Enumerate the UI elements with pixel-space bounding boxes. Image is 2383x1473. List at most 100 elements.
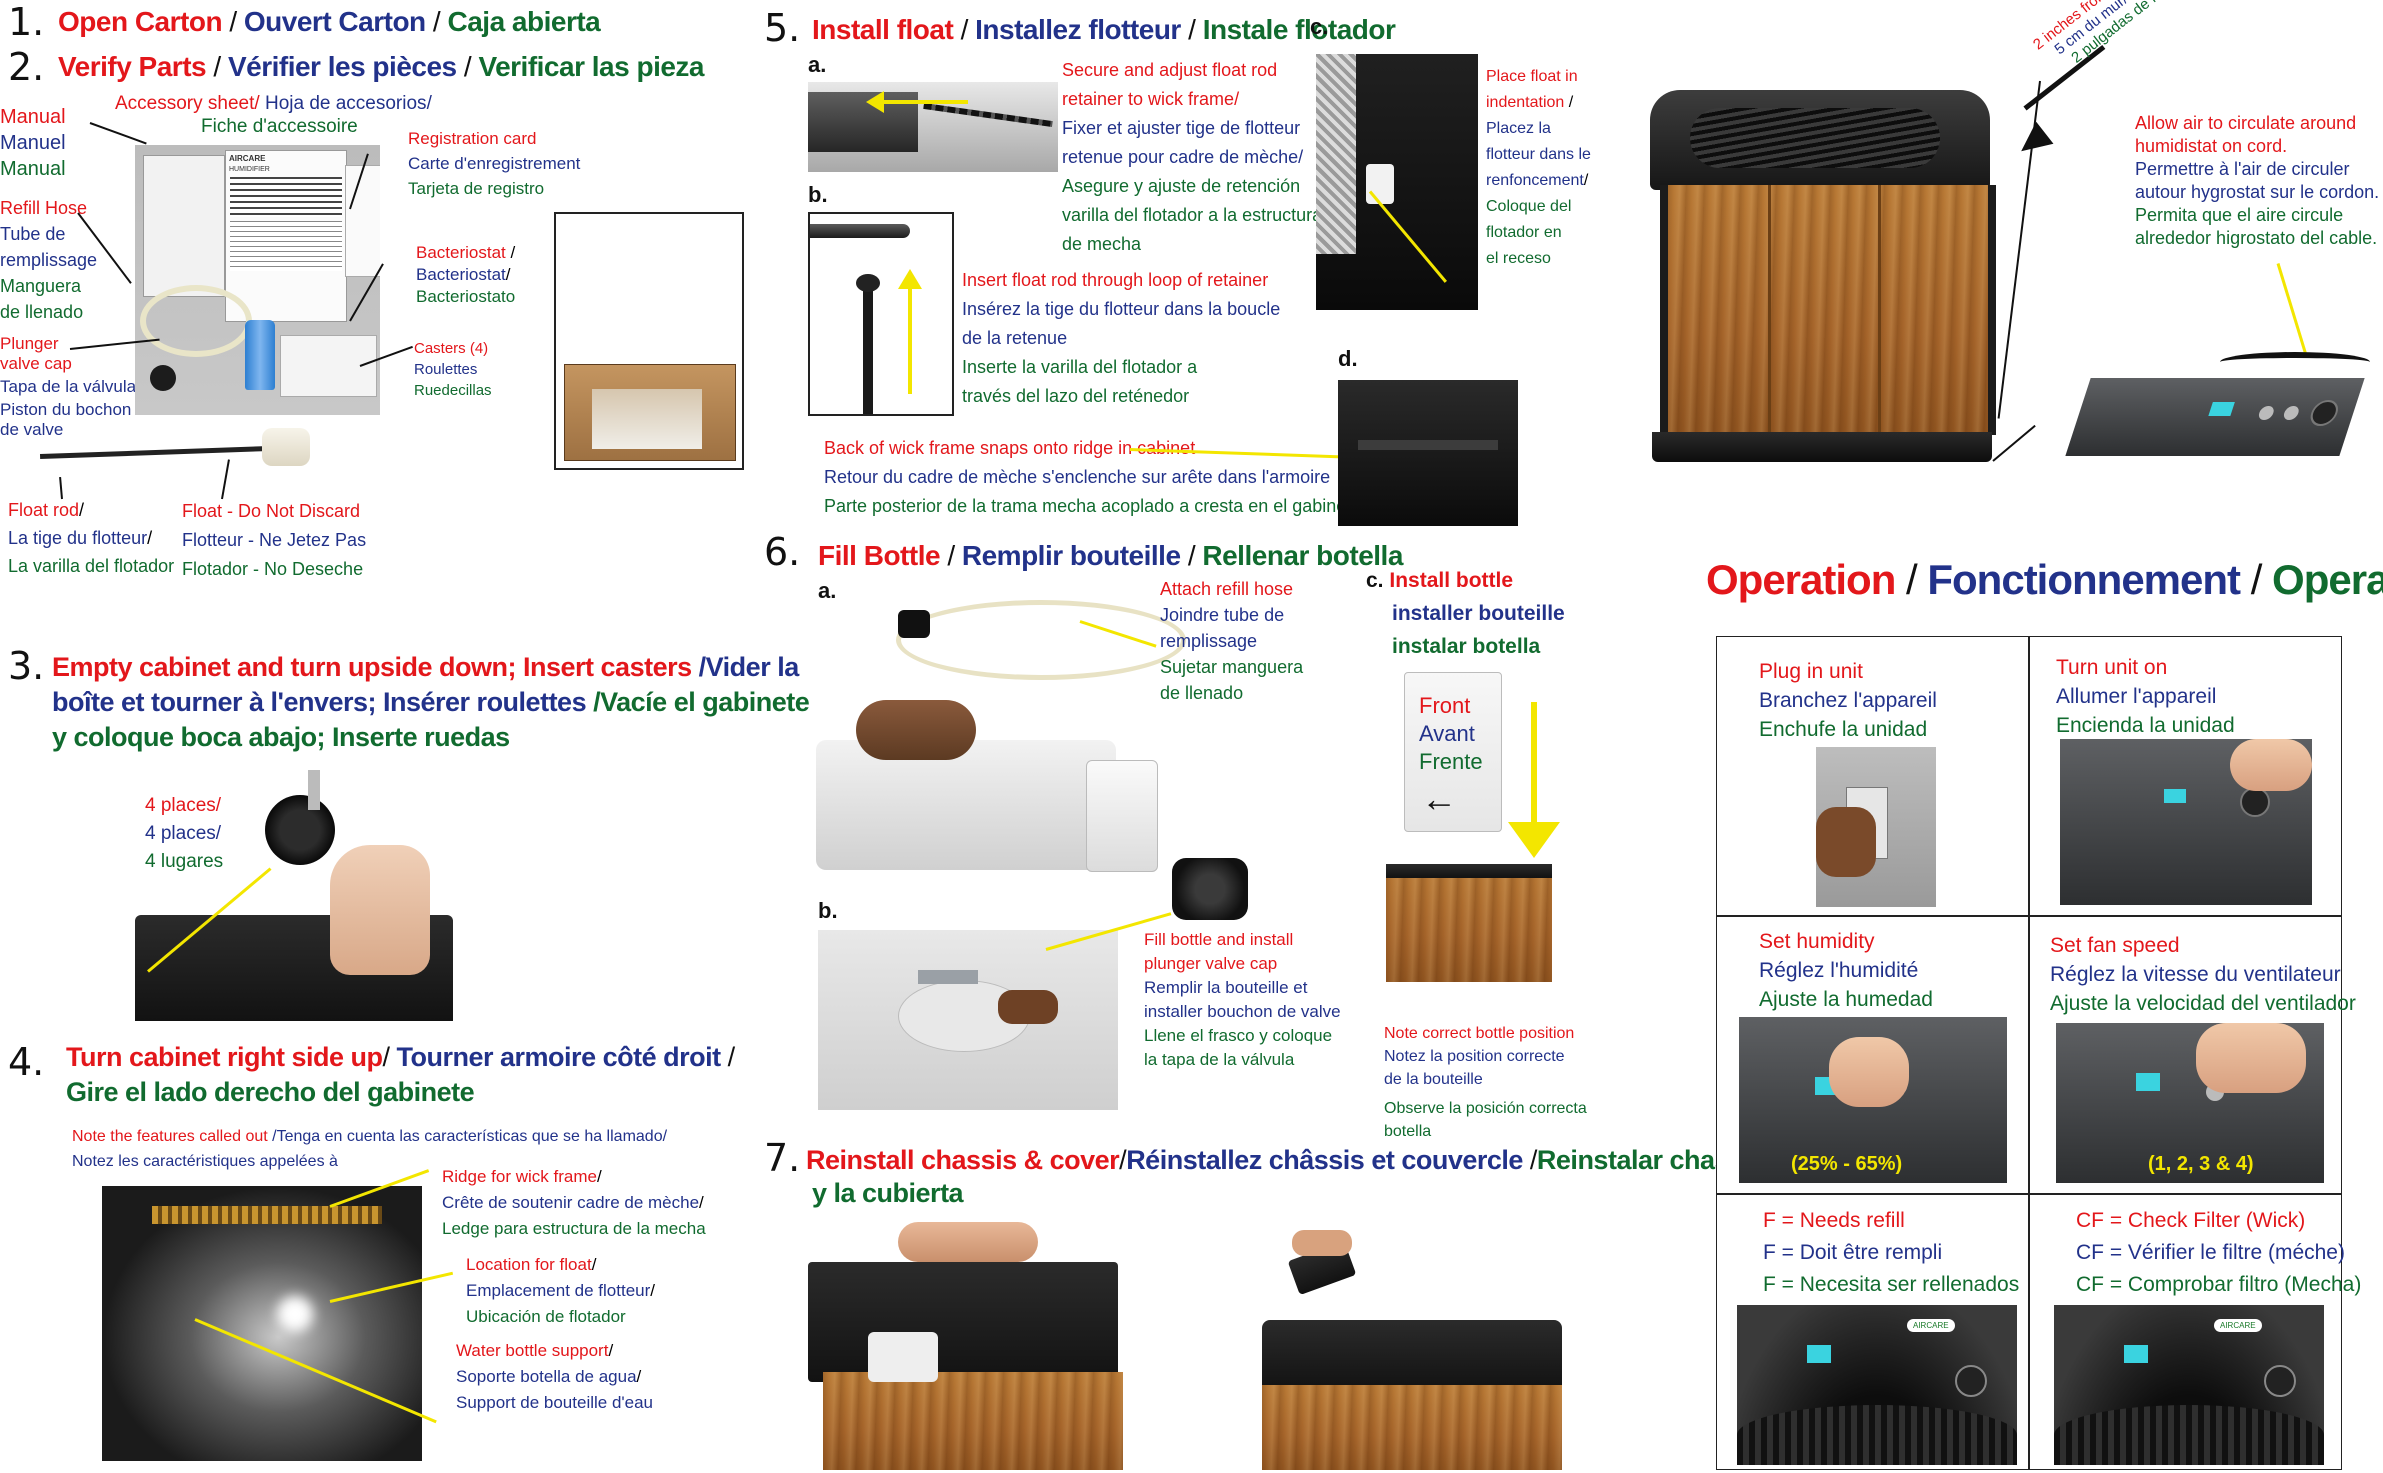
step-6c-label: c. [1366, 569, 1384, 592]
cabinet-7b [1262, 1385, 1562, 1470]
floatrod-fr: La tige du flotteur [8, 528, 148, 548]
step-5-title: Install float / Installez flotteur / Ins… [812, 14, 1396, 45]
plunger-es: Tapa de la válvula [0, 377, 137, 396]
install-es: instalar botella [1392, 635, 1541, 658]
accessory-es: Hoja de accesorios [264, 93, 427, 114]
refill-cell-es: F = Necesita ser rellenados [1763, 1273, 2020, 1296]
step-5b-label: b. [808, 182, 828, 207]
secure-es1: Asegure y ajuste de retención [1062, 176, 1301, 196]
ridge-fr: Crête de soutenir cadre de mèche [442, 1193, 700, 1212]
note-bottle-en: Note correct bottle position [1384, 1025, 1575, 1042]
fill-fr2: installer bouchon de valve [1144, 1002, 1341, 1021]
float-cylinder [262, 428, 310, 466]
float-rod-label: Float rod/ La tige du flotteur/ La varil… [8, 496, 174, 580]
cell-refill-text: F = Needs refill F = Doit être rempli F … [1763, 1205, 2019, 1301]
step-5a-label: a. [808, 52, 827, 77]
step-3-title: Empty cabinet and turn upside down; Inse… [52, 650, 810, 755]
parts-photo: AIRCARE HUMIDIFIER [135, 145, 380, 415]
photo-5d [1338, 380, 1518, 526]
photo-7b [1262, 1230, 1562, 1470]
fill-en1: Fill bottle and install [1144, 930, 1294, 949]
operation-en: Operation [1706, 556, 1896, 603]
step-6-number: 6. [764, 530, 801, 574]
carton-photo [554, 212, 744, 470]
filter-en: CF = Check Filter (Wick) [2076, 1209, 2306, 1232]
refill-brand-badge: AIRCARE [1907, 1319, 1955, 1332]
air-fr1: Permettre à l'air de circuler [2135, 159, 2350, 179]
humidifier-body [1660, 185, 1996, 435]
bottle-en: Water bottle support [456, 1341, 609, 1360]
attach-label: Attach refill hose Joindre tube de rempl… [1160, 576, 1303, 706]
operation-fr: Fonctionnement [1927, 556, 2241, 603]
step-7-es2: y la cubierta [812, 1178, 964, 1208]
cabinet-6c-top [1386, 864, 1552, 878]
photo-5b [808, 212, 954, 416]
manual-label: Manual Manuel Manual [0, 104, 66, 182]
step-2-number: 2. [8, 45, 45, 89]
refill-photo: AIRCARE [1737, 1305, 2017, 1465]
step-1-es: Caja abierta [447, 6, 601, 37]
refill-cell-en: F = Needs refill [1763, 1209, 1905, 1232]
humidifier-top [1650, 90, 1990, 190]
insert-fr1: Insérez la tige du flotteur dans la bouc… [962, 299, 1281, 319]
panel-line-2 [1878, 185, 1881, 435]
bacteriostat-label: Bacteriostat / Bacteriostat/ Bacteriosta… [416, 243, 516, 306]
step-2-en: Verify Parts [58, 51, 207, 82]
humidity-range: (25% - 65%) [1791, 1153, 1903, 1175]
humidistat-panel [2065, 378, 2365, 456]
ridge-en: Ridge for wick frame [442, 1167, 597, 1186]
turn-power-knob [2240, 787, 2270, 817]
secure-fr2: retenue pour cadre de mèche [1062, 147, 1299, 167]
step-1-number: 1. [8, 0, 45, 44]
refill-hose-label: Refill Hose Tube de remplissage Manguera… [0, 195, 97, 325]
casters-label: Casters (4) Roulettes Ruedecillas [414, 338, 492, 401]
install-bottle-label: c. Install bottle installer bouteille in… [1366, 564, 1565, 663]
location-fr: Emplacement de flotteur [466, 1281, 651, 1300]
fill-es2: la tapa de la válvula [1144, 1050, 1295, 1069]
arrow-5a-head [866, 91, 884, 113]
places-en: 4 places [145, 795, 216, 816]
sink [816, 740, 1116, 870]
cell-plug-text: Plug in unit Branchez l'appareil Enchufe… [1759, 657, 1937, 744]
carton-inner [592, 389, 702, 449]
place-es2: flotador en [1486, 224, 1562, 241]
note-fr: Notez les caractéristiques appelées à [72, 1153, 338, 1170]
step-7-fr: Réinstallez châssis et couvercle [1126, 1145, 1523, 1175]
float-retainer [923, 102, 1053, 128]
float-en: Float - Do Not Discard [182, 501, 361, 521]
turn-fr: Allumer l'appareil [2056, 685, 2217, 708]
attach-en: Attach refill hose [1160, 579, 1294, 599]
cell-turn-text: Turn unit on Allumer l'appareil Encienda… [2056, 653, 2235, 740]
fill-es1: Llene el frasco y coloque [1144, 1026, 1333, 1045]
step-2-fr: Vérifier les pièces [227, 51, 457, 82]
accessory-fr: Fiche d'accessoire [201, 116, 358, 137]
note-bottle-fr2: de la bouteille [1384, 1071, 1483, 1088]
fill-label: Fill bottle and install plunger valve ca… [1144, 928, 1341, 1072]
cell-humidity: Set humidity Réglez l'humidité Ajuste la… [1716, 916, 2029, 1194]
step-1-en: Open Carton [58, 6, 223, 37]
turn-hand [2230, 739, 2312, 791]
hose-connector [898, 610, 930, 638]
humidifier-base [1652, 432, 1992, 462]
down-arrow [1531, 702, 1537, 832]
place-fr3: renfoncement [1486, 172, 1584, 189]
turn-display [2164, 789, 2186, 803]
refill-display [1807, 1345, 1831, 1363]
step-7-title: Reinstall chassis & cover/Réinstallez ch… [806, 1145, 1751, 1208]
location-label: Location for float/ Emplacement de flott… [466, 1252, 655, 1330]
float-in-cabinet [1366, 164, 1394, 204]
cell-filter-text: CF = Check Filter (Wick) CF = Vérifier l… [2076, 1205, 2361, 1301]
step-4-note: Note the features called out /Tenga en c… [72, 1124, 667, 1174]
light-glare [277, 1296, 313, 1332]
manual-es: Manual [0, 158, 66, 180]
hand-plug [1816, 807, 1876, 877]
bottle-es: Soporte botella de agua [456, 1367, 637, 1386]
cabinet-interior-photo [102, 1186, 422, 1461]
rod-top [856, 274, 880, 292]
floatrod-es: La varilla del flotador [8, 556, 175, 576]
back-label: Back of wick frame snaps onto ridge in c… [824, 434, 1361, 521]
registration-fr: Carte d'enregistrement [408, 154, 581, 173]
attach-es1: Sujetar manguera [1160, 657, 1304, 677]
plunger-fr2: de valve [0, 420, 64, 439]
insert-fr2: de la retenue [962, 328, 1068, 348]
